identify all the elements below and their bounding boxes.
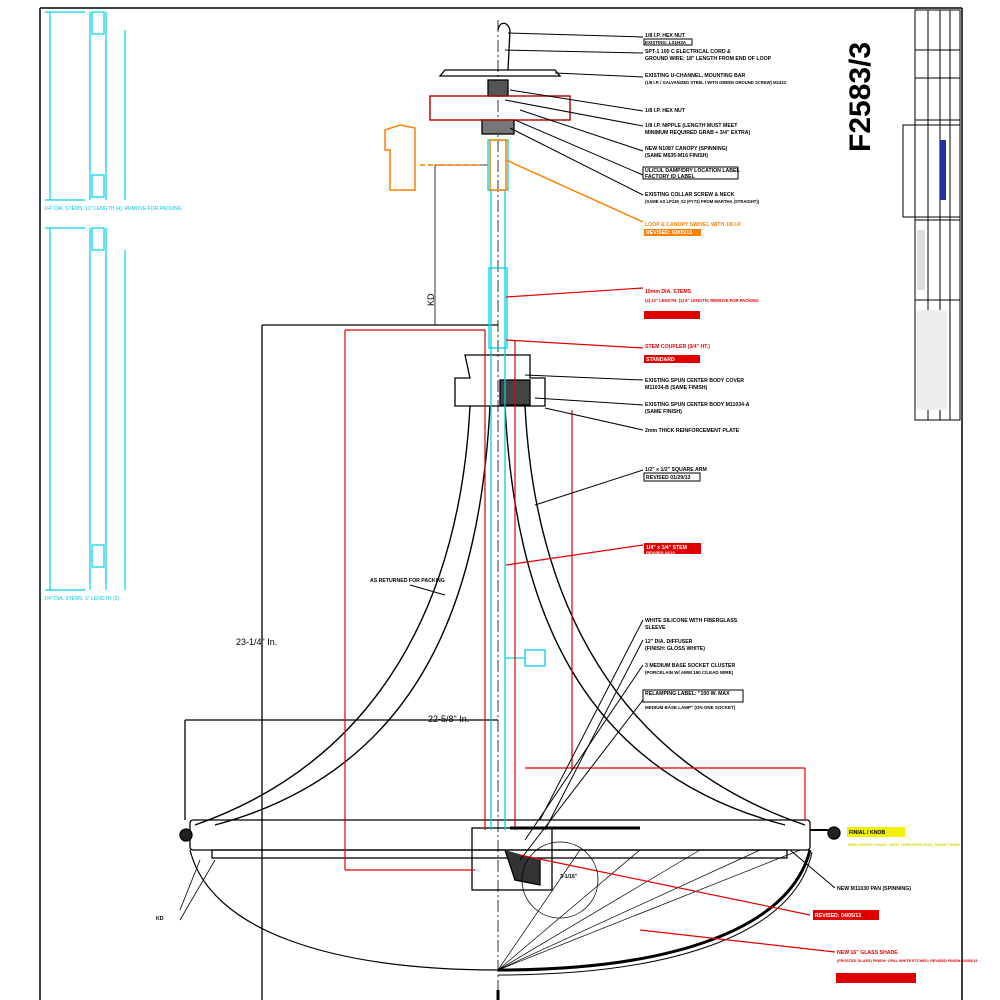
label-swivel: LOOP & CANOPY SWIVEL WITH 1/8 I.P. [645, 222, 742, 228]
stem-assembly [487, 139, 546, 830]
title-block [902, 9, 961, 421]
label-hex-nut-top: 1/8 I.P. HEX NUT [645, 33, 686, 39]
red-dimensions [344, 95, 836, 953]
label-silicone: WHITE SILICONE WITH FIBERGLASS [645, 618, 738, 624]
label-glass-shade-sub: (FROSTED GLASS) FINISH: OPAL WHITE ETCHE… [837, 959, 977, 963]
label-cord: SPT-1 105 C ELECTRICAL CORD & [645, 49, 731, 55]
packing-note: AS RETURNED FOR PACKING [370, 578, 445, 584]
label-silicone-sub: SLEEVE [645, 625, 666, 631]
label-stem-red: 1/4" x 1/4" STEM [646, 545, 687, 551]
label-collar: EXISTING COLLAR SCREW & NECK [645, 192, 735, 198]
callout-labels: 1/8 I.P. HEX NUT EXISTING: LS1H3A SPT-1 … [645, 33, 977, 963]
label-nipple-sub: MINIMUM REQUIRED GRAB + 3/4" EXTRA) [645, 130, 750, 136]
left-detail-top-note: 1/4" DIA. STEMS; 12" LENGTH (4); REMOVE … [44, 206, 182, 212]
kd-dimension-bottom: KD [156, 916, 164, 922]
drawing-frame [39, 7, 963, 1000]
label-diffuser: 12" DIA. DIFFUSER [645, 639, 693, 645]
label-socket-sub: (PORCELAIN W/ AWM 150 C/LEAD WIRE) [645, 670, 734, 675]
label-relamping-sub: MEDIUM BASE LAMP" (ON ONE SOCKET) [645, 705, 736, 710]
label-stems: 10mm DIA. STEMS [645, 289, 692, 295]
leader-lines [409, 32, 836, 889]
label-body-cover-sub: M11034-B (SAME FINISH) [645, 385, 708, 391]
label-socket: 3 MEDIUM BASE SOCKET CLUSTER [645, 663, 735, 669]
label-relamping: RELAMPING LABEL: "100 W. MAX [645, 691, 730, 697]
radius-dimension: 3-1/16" [560, 874, 578, 880]
label-coupler: STEM COUPLER (3/4" HT.) [645, 344, 710, 350]
fixture-drawing [179, 20, 841, 1000]
label-cord-sub: GROUND WIRE; 18" LENGTH FROM END OF LOOP [645, 56, 772, 62]
label-stems-sub: (4) 12" LENGTH; (2) 6" LENGTH; REMOVE FO… [645, 298, 759, 303]
left-stem-detail [45, 11, 126, 591]
drawing-number: F2583/3 [844, 42, 877, 152]
label-coupler-sub: STANDARD [646, 357, 675, 363]
label-square-arm-sub: REVISED 01/29/13 [646, 475, 691, 481]
label-center-body-sub: (SAME FINISH) [645, 409, 682, 415]
label-plate: 2mm THICK REINFORCEMENT PLATE [645, 428, 740, 434]
swivel-detail [384, 124, 644, 223]
label-swivel-revised: REVISED: 03/05/13 [646, 230, 692, 236]
label-boxes [642, 38, 916, 983]
width-dimension: 22-5/8" In. [428, 714, 469, 724]
label-nipple: 1/8 I.P. NIPPLE (LENGTH MUST MEET [645, 123, 738, 129]
label-u-channel-sub: (1/8 I.P. / GALVANIZED STEEL / WITH GREE… [645, 80, 787, 85]
label-revised-pan: REVISED: 04/05/13 [815, 913, 861, 919]
label-ul-label-sub: FACTORY ID LABEL [645, 174, 696, 180]
label-canopy: NEW N1087 CANOPY (SPINNING) [645, 146, 728, 152]
label-hex-nut: 1/8 I.P. HEX NUT [645, 108, 686, 114]
label-ul-label: UL/CUL DAMP/DRY LOCATION LABEL [645, 168, 740, 174]
label-glass-shade: NEW 16" GLASS SHADE [837, 950, 898, 956]
label-stem-red-sub: REVISED 02/13 [646, 550, 675, 555]
label-diffuser-sub: (FINISH: GLOSS WHITE) [645, 646, 705, 652]
label-u-channel: EXISTING U-CHANNEL, MOUNTING BAR [645, 73, 746, 79]
label-body-cover: EXISTING SPUN CENTER BODY COVER [645, 378, 744, 384]
kd-dimension-top: KD [426, 293, 436, 306]
label-finial-sub: NEW DESIGN FINIAL WITH THREADED ROD, SAM… [848, 842, 960, 847]
left-detail-bottom-note: 1/4" DIA. STEMS; 6" LENGTH (2) [44, 596, 119, 602]
label-hex-nut-top-sub: EXISTING: LS1H3A [645, 40, 687, 45]
height-dimension: 23-1/4" In. [236, 637, 277, 647]
label-square-arm: 1/2" x 1/2" SQUARE ARM [645, 467, 707, 473]
label-collar-sub: (SAME AS LP135_02 (FY73) FROM MARTHA (ST… [645, 199, 760, 204]
label-canopy-sub: (SAME M635-M16 FINISH) [645, 153, 708, 159]
label-finial: FINIAL / KNOB [849, 830, 885, 836]
label-pan: NEW M11030 PAN (SPINNING) [837, 886, 911, 892]
label-center-body: EXISTING SPUN CENTER BODY M11034-A [645, 402, 750, 408]
